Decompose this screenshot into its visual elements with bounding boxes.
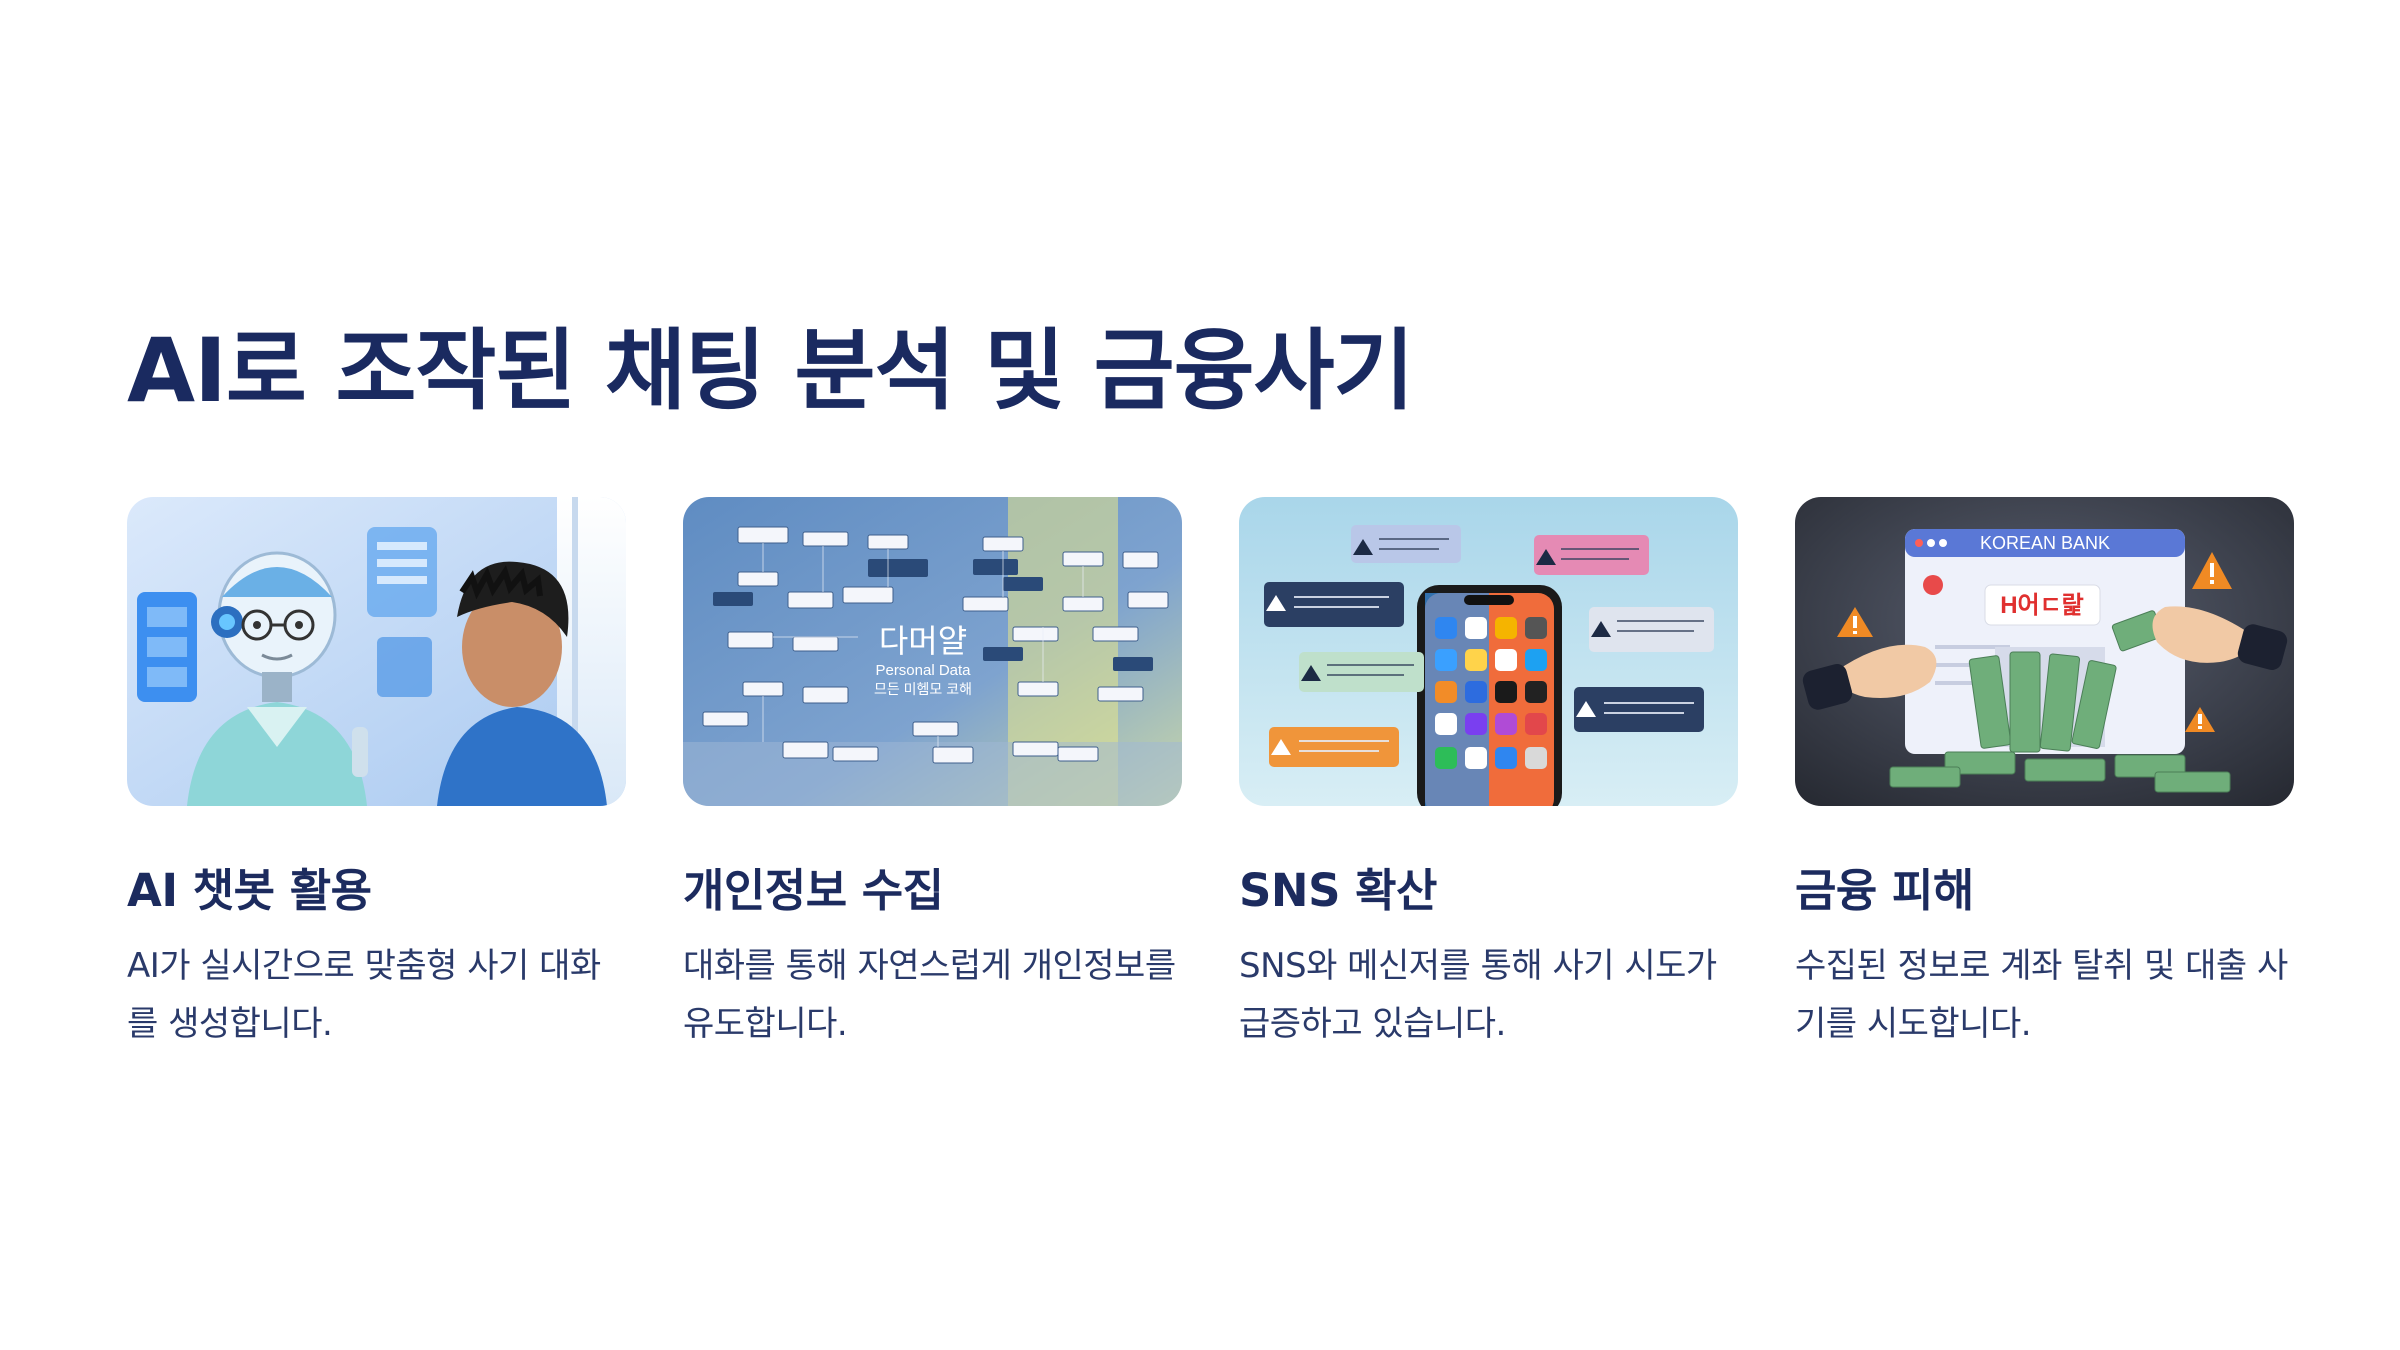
smartphone-scam-messages-illustration [1239,497,1738,806]
bank-money-theft-illustration: KOREAN BANK H어ㄷ랉 [1795,497,2294,806]
bank-sign-label: H어ㄷ랉 [2000,592,2084,619]
image-caption-sub2: 므든 미헴모 코해 [874,681,972,697]
card-financial-damage: KOREAN BANK H어ㄷ랉 [1795,497,2294,1053]
card-description: 수집된 정보로 계좌 탈취 및 대출 사기를 시도합니다. [1795,946,2288,1044]
robot-talking-to-person-illustration [127,497,626,806]
card-description: AI가 실시간으로 맞춤형 사기 대화를 생성합니다. [127,946,601,1044]
bank-label: KOREAN BANK [1980,533,2110,553]
feature-cards: AI 챗봇 활용 AI가 실시간으로 맞춤형 사기 대화를 생성합니다. [127,497,2294,1053]
personal-data-network-illustration: 다머얄 Personal Data 므든 미헴모 코해 [683,497,1182,806]
card-sns-spread: SNS 확산 SNS와 메신저를 통해 사기 시도가 급증하고 있습니다. [1239,497,1738,1053]
card-title: 개인정보 수집 [683,864,944,917]
card-personal-data: 다머얄 Personal Data 므든 미헴모 코해 개인정보 수집 대화를 … [683,497,1182,1053]
card-title: AI 챗봇 활용 [127,864,372,917]
card-title: SNS 확산 [1239,864,1437,917]
card-description: 대화를 통해 자연스럽게 개인정보를 유도합니다. [683,946,1176,1044]
card-ai-chatbot: AI 챗봇 활용 AI가 실시간으로 맞춤형 사기 대화를 생성합니다. [127,497,626,1053]
image-caption-sub: Personal Data [875,662,971,679]
card-title: 금융 피해 [1795,864,1974,917]
image-caption-main: 다머얄 [879,623,967,659]
slide-title: AI로 조작된 채팅 분석 및 금융사기 [127,319,1415,422]
card-description: SNS와 메신저를 통해 사기 시도가 급증하고 있습니다. [1239,946,1717,1044]
